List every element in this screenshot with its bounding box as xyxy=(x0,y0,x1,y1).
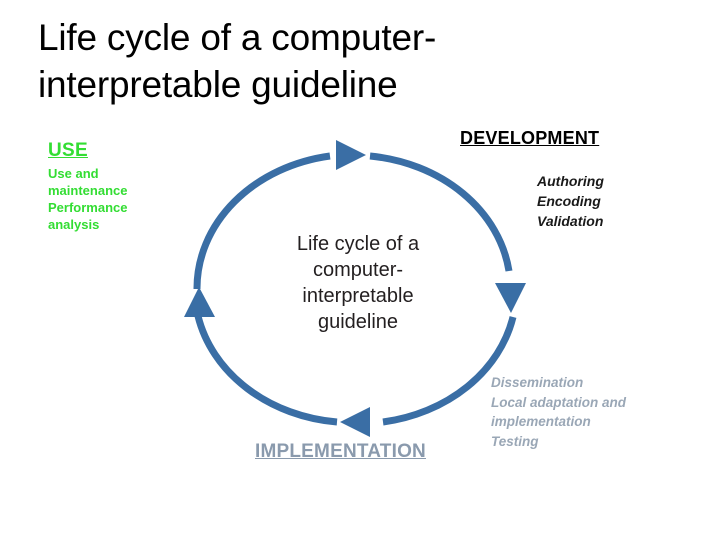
phase-development-heading: DEVELOPMENT xyxy=(460,128,600,148)
cycle-arc-left-lower xyxy=(194,315,338,426)
cycle-arc-left-upper xyxy=(193,152,331,290)
phase-use-body: Use and maintenance Performance analysis xyxy=(48,165,128,233)
cycle-center-label: Life cycle of a computer- interpretable … xyxy=(296,233,420,333)
phase-implementation-body: Dissemination Local adaptation and imple… xyxy=(491,375,627,449)
phase-use: USE Use and maintenance Performance anal… xyxy=(48,140,198,233)
cycle-arc-right-upper xyxy=(369,152,513,272)
phase-implementation-heading: IMPLEMENTATION xyxy=(255,441,426,462)
cycle-ring-icon xyxy=(184,140,526,437)
phase-use-heading: USE xyxy=(48,140,88,161)
cycle-arrowhead-top-icon xyxy=(336,140,366,170)
page-title: Life cycle of a computer- interpretable … xyxy=(38,17,437,106)
cycle-arrowhead-left-icon xyxy=(184,287,215,317)
phase-development-body: Authoring Encoding Validation xyxy=(537,173,604,229)
cycle-arc-right-lower xyxy=(382,316,517,426)
cycle-arrowhead-bottom-icon xyxy=(340,407,370,437)
cycle-arrowhead-right-icon xyxy=(495,283,526,313)
